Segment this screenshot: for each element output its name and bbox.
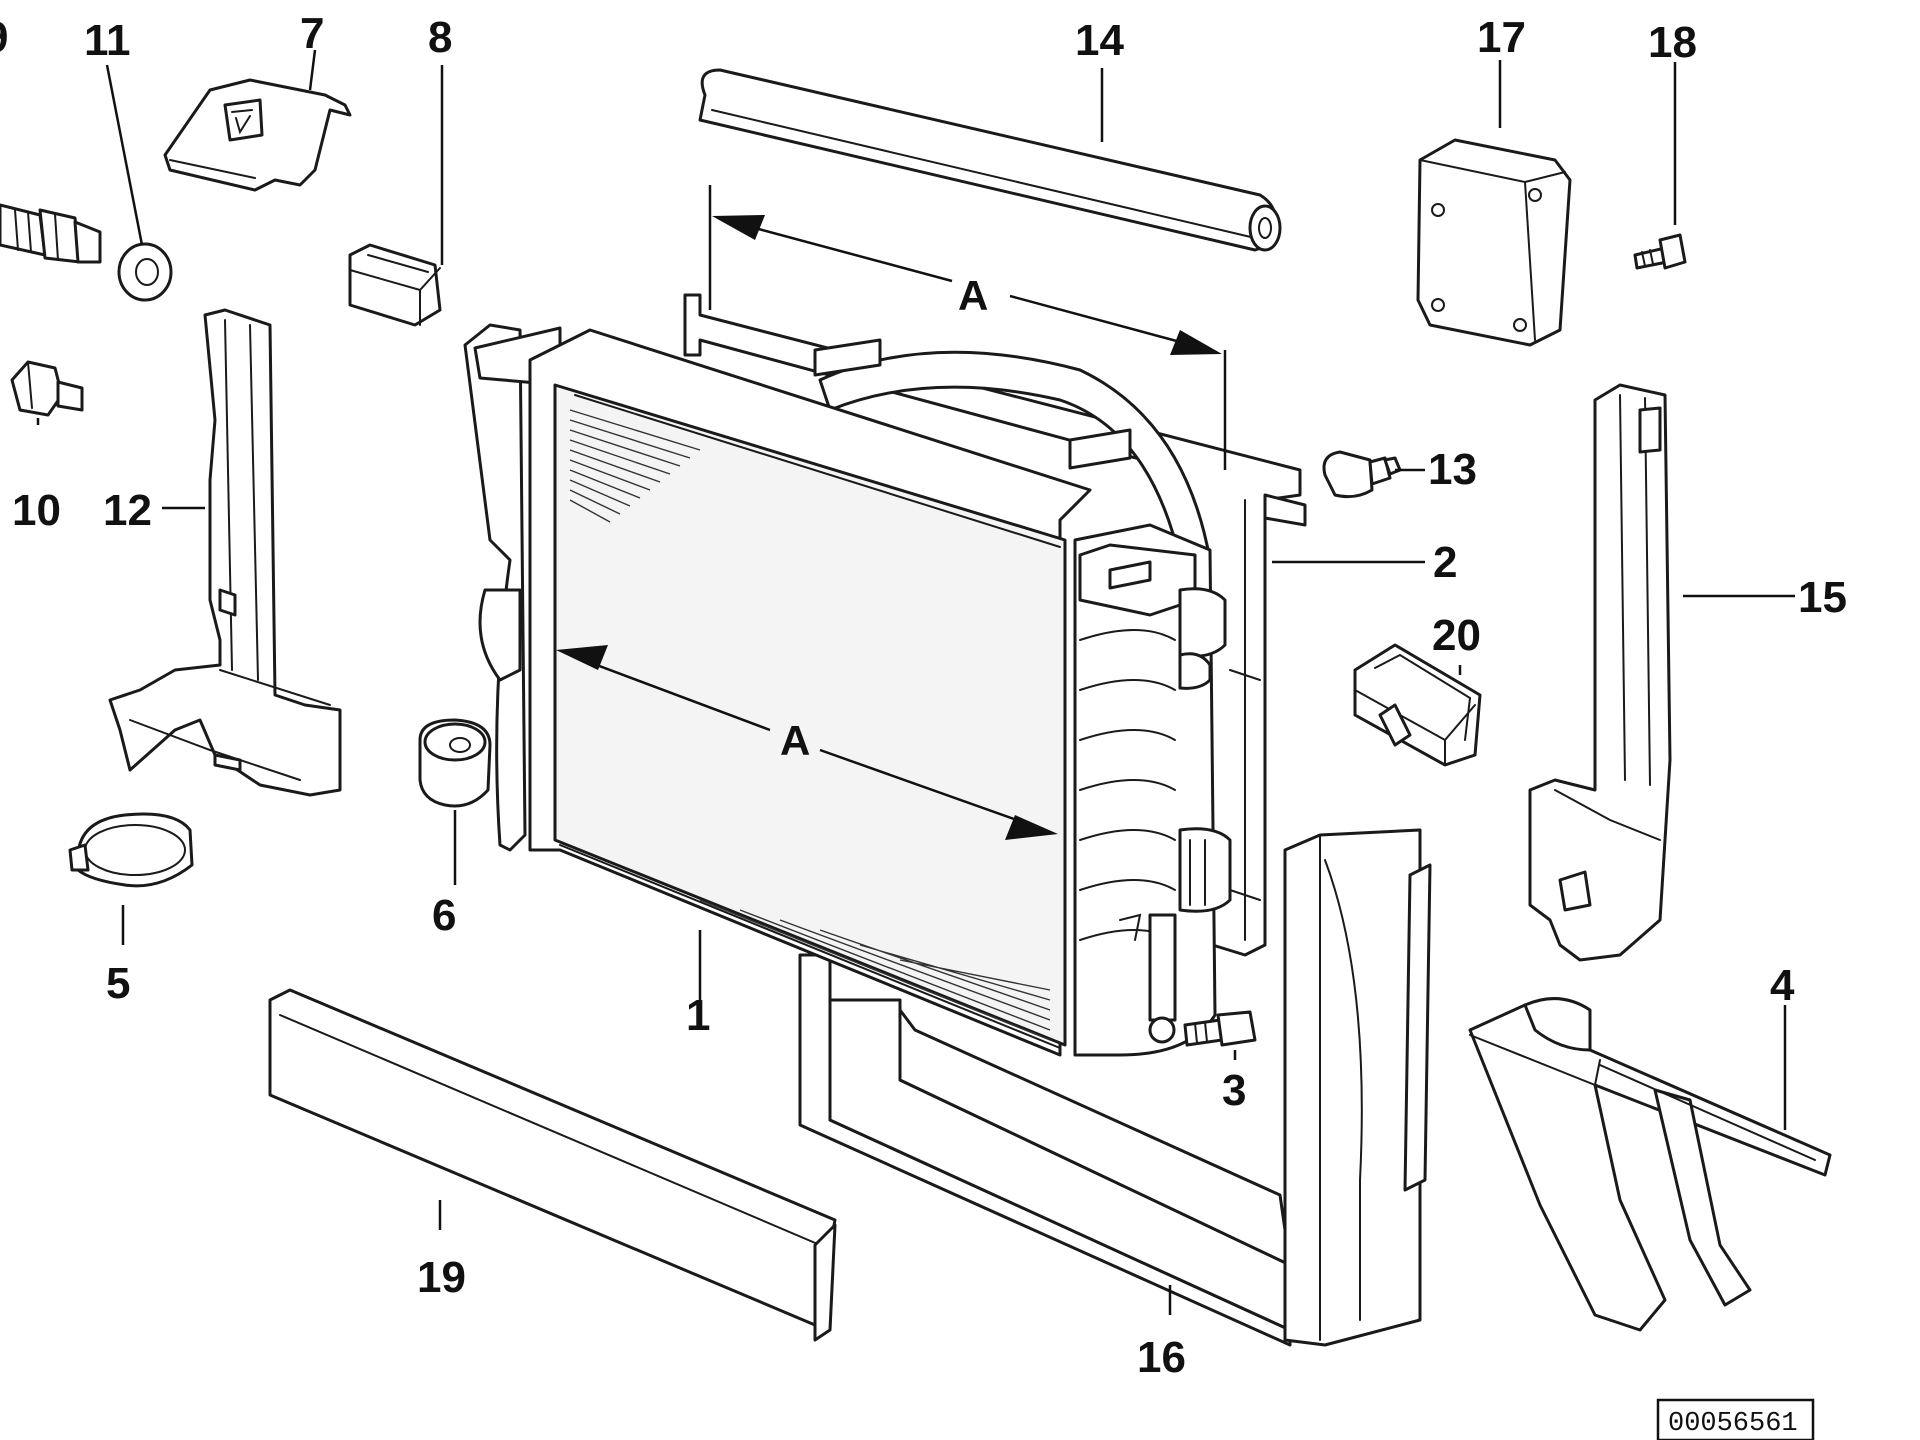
part-4-bracket[interactable] [1468,997,1832,1332]
callout-20: 20 [1432,611,1481,660]
part-8-rubber-block[interactable] [348,243,442,327]
callout-16: 16 [1137,1333,1186,1382]
part-10-nut[interactable] [10,360,84,417]
callout-12: 12 [103,486,152,535]
callout-10: 10 [12,486,61,535]
callout-15: 15 [1798,573,1847,622]
callout-9: 9 [0,13,8,62]
callout-5: 5 [106,959,130,1008]
dimension-a-bottom-label: A [780,717,810,764]
callout-3: 3 [1222,1066,1246,1115]
callout-8: 8 [428,13,452,62]
callout-13: 13 [1428,445,1477,494]
part-5-hose-clamp[interactable] [68,812,194,888]
leader-lines [36,49,1795,1315]
part-12-left-air-duct[interactable] [108,308,342,797]
part-11-washer[interactable] [117,242,173,302]
part-19-lower-deflector[interactable] [268,988,837,1342]
part-6-grommet[interactable] [418,718,492,808]
part-16-front-carrier[interactable] [798,828,1432,1347]
callout-7: 7 [300,9,324,58]
dimension-a-top: A [708,185,1227,470]
callout-19: 19 [417,1253,466,1302]
callout-2: 2 [1433,538,1457,587]
part-17-module-box[interactable] [1416,138,1572,347]
callout-17: 17 [1477,13,1526,62]
callout-18: 18 [1648,18,1697,67]
dimension-a-top-label: A [958,272,988,319]
part-14-upper-seal[interactable] [698,68,1282,252]
reference-number: 00056561 [1668,1409,1798,1439]
callout-1: 1 [686,991,710,1040]
reference-number-box: 00056561 [1656,1398,1815,1440]
part-1-radiator[interactable] [463,323,1232,1057]
dimension-a-bottom: A [556,645,1058,840]
callout-6: 6 [432,891,456,940]
callout-numbers: 1 2 3 4 5 6 7 8 9 10 11 12 13 14 15 16 1… [0,9,1847,1382]
callout-11: 11 [84,16,131,65]
callout-14: 14 [1075,16,1124,65]
part-9-fitting[interactable] [0,203,102,264]
part-18-screw[interactable] [1633,233,1687,270]
part-13-push-rivet[interactable] [1322,450,1402,499]
part-2-fan-shroud[interactable] [683,293,1307,957]
part-15-right-air-duct[interactable] [1528,383,1672,962]
callout-4: 4 [1770,961,1795,1010]
part-20-holder-clip[interactable] [1353,643,1482,767]
part-7-clip[interactable] [163,78,352,192]
part-3-bolt[interactable] [1183,1010,1257,1047]
